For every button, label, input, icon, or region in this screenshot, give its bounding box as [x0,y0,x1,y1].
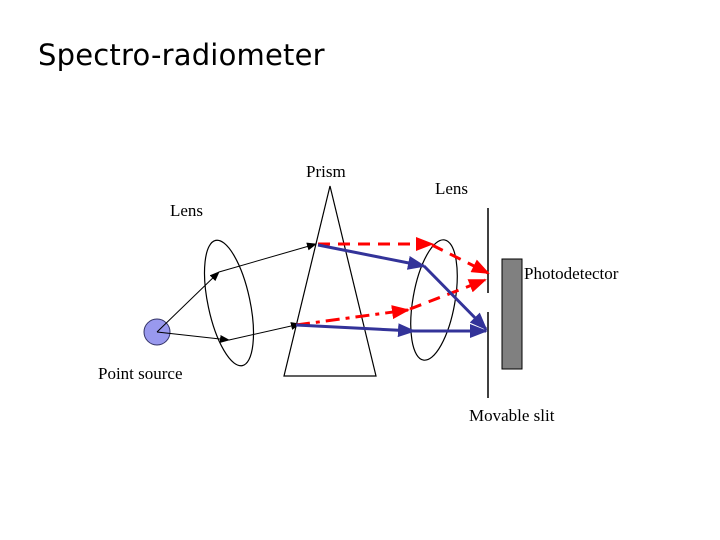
ray-source-to-lens-lower [156,331,230,343]
red-ray-upper-2 [431,243,490,275]
right-lens [410,239,458,361]
blue-ray-lower-1 [295,323,416,338]
slide-title: Spectro-radiometer [38,38,325,72]
photodetector-label: Photodetector [524,264,619,283]
ray-source-to-lens-upper [156,271,220,333]
point-source-label: Point source [98,364,183,383]
lens-left-label: Lens [170,201,204,220]
ray-lens-to-prism-upper [218,242,317,273]
left-lens [203,239,255,367]
ray-lens-to-prism-lower [228,322,301,341]
prism-label: Prism [306,162,346,181]
red-ray-lower-2 [409,278,487,311]
red-ray-lower-1 [295,305,410,327]
photodetector [501,258,523,370]
movable-slit-label: Movable slit [469,406,555,425]
lens-right-label: Lens [435,179,469,198]
blue-ray-upper-2 [422,264,488,331]
prism [283,185,377,377]
blue-ray-upper-1 [317,243,426,270]
